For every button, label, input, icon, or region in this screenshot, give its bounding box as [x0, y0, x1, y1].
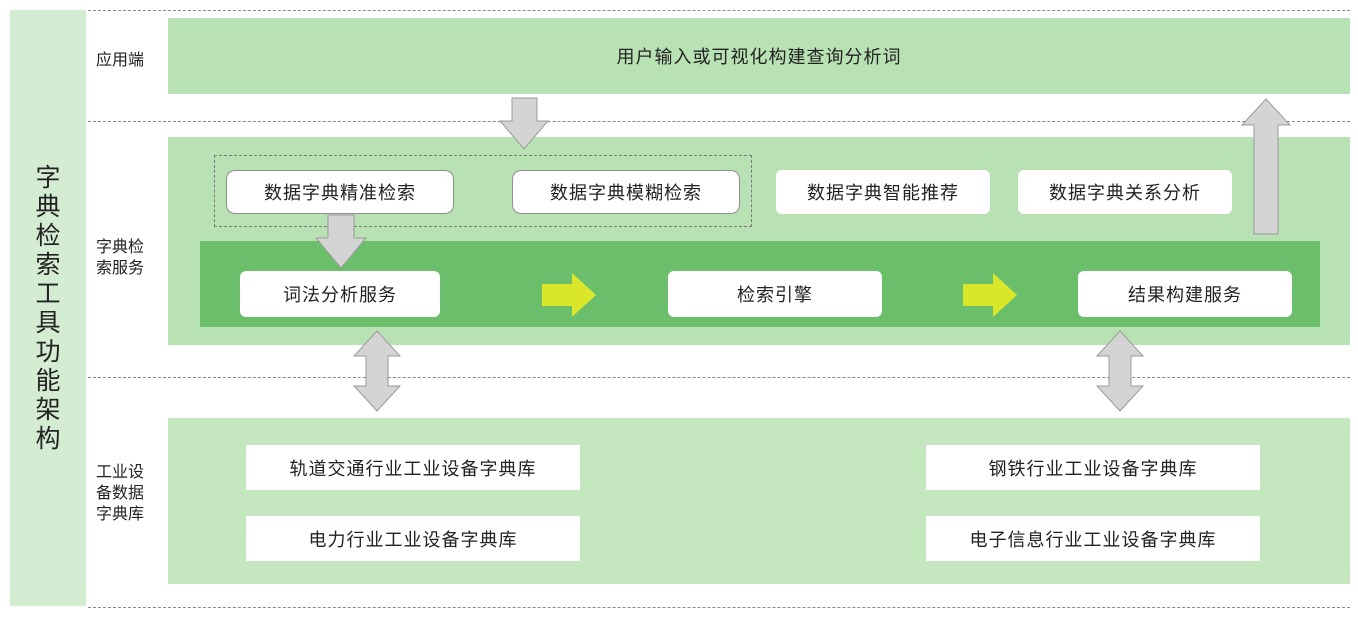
feature-smart-recommend: 数据字典智能推荐 — [776, 170, 990, 214]
feature-fuzzy-search: 数据字典模糊检索 — [512, 170, 740, 214]
search-engine: 检索引擎 — [668, 271, 882, 317]
arrow-double-lexical-to-library — [352, 330, 402, 412]
layer-divider-service-data — [88, 377, 1350, 378]
arrow-down-search-to-lexical — [314, 214, 368, 269]
library-rail-transit: 轨道交通行业工业设备字典库 — [246, 445, 580, 490]
arrow-up-result-to-app — [1240, 98, 1292, 235]
lexical-analysis-service: 词法分析服务 — [240, 271, 440, 317]
layer-divider-top — [88, 10, 1350, 11]
service-layer-label: 字典检索服务 — [96, 237, 145, 277]
arrow-down-app-to-search — [498, 97, 550, 150]
library-electronic-info: 电子信息行业工业设备字典库 — [926, 516, 1260, 561]
data-layer-label: 工业设备数据字典库 — [96, 462, 145, 523]
arrow-flow-lexical-to-engine — [542, 273, 596, 317]
layer-divider-app-service — [88, 121, 1350, 122]
arrow-double-result-to-library — [1095, 330, 1145, 412]
search-modes-group — [214, 155, 752, 227]
app-input-text: 用户输入或可视化构建查询分析词 — [616, 47, 902, 68]
feature-exact-search: 数据字典精准检索 — [226, 170, 454, 214]
architecture-sidebar: 字典检索工具功能架构 — [10, 10, 86, 606]
library-power: 电力行业工业设备字典库 — [246, 516, 580, 561]
library-steel: 钢铁行业工业设备字典库 — [926, 445, 1260, 490]
app-layer-label: 应用端 — [96, 50, 145, 69]
result-build-service: 结果构建服务 — [1078, 271, 1292, 317]
architecture-title: 字典检索工具功能架构 — [35, 163, 61, 453]
feature-relation-analysis: 数据字典关系分析 — [1018, 170, 1232, 214]
layer-divider-bottom — [88, 607, 1350, 608]
app-input-band: 用户输入或可视化构建查询分析词 — [168, 18, 1350, 94]
arrow-flow-engine-to-result — [963, 273, 1017, 317]
